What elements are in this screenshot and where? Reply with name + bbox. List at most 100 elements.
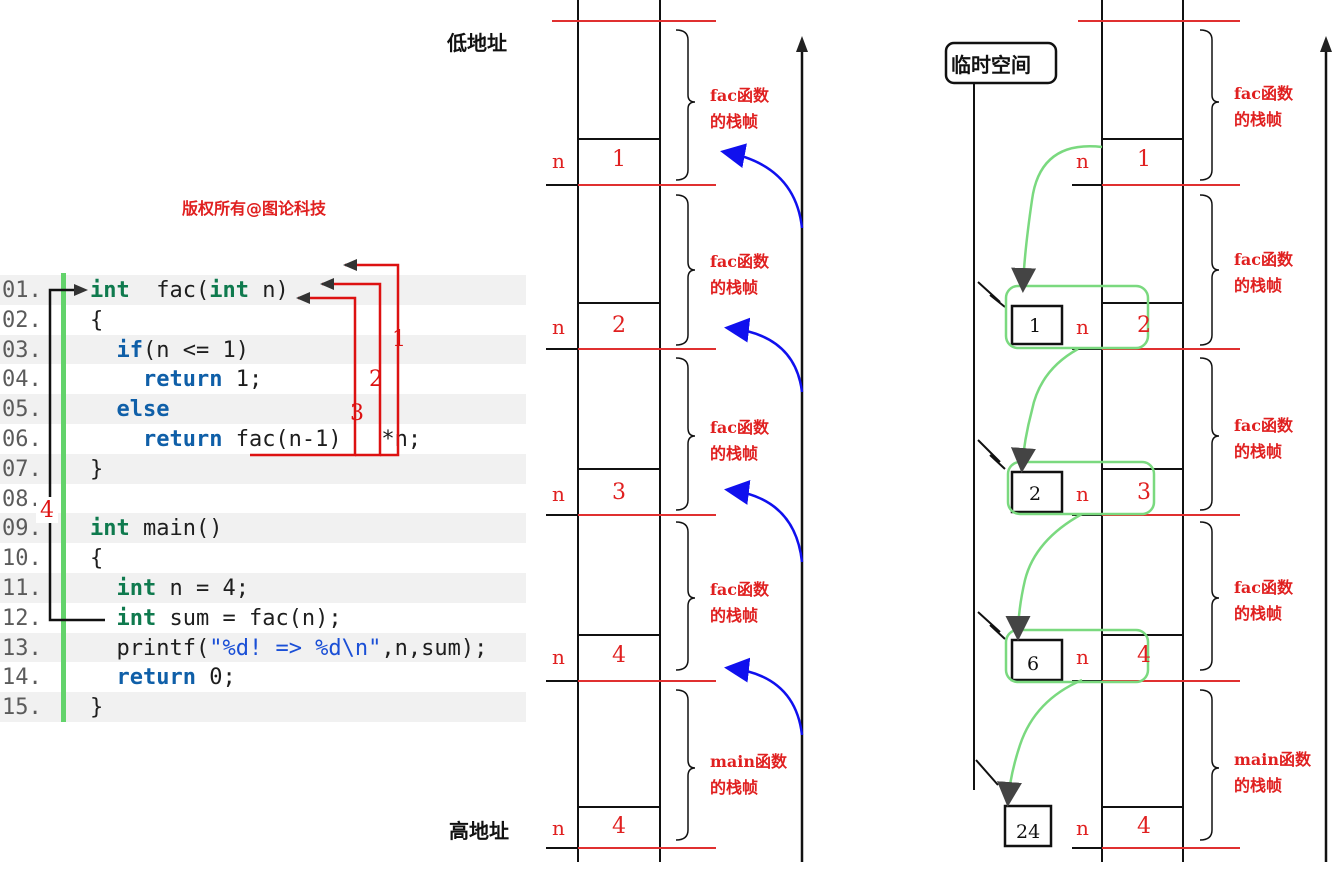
frame-label: fac函数 — [1234, 250, 1294, 269]
code-line: 15.} — [0, 692, 526, 722]
code-line: 10. { — [0, 543, 526, 573]
frame-label: 的栈帧 — [1234, 604, 1282, 623]
code-line: 05. else — [0, 394, 526, 424]
code-text: int main() — [90, 516, 223, 542]
line-number: 01. — [2, 278, 42, 303]
call-arrow-1 — [345, 263, 400, 457]
variable-name: n — [552, 816, 565, 840]
frame-label: 的栈帧 — [710, 278, 758, 297]
variable-value: 2 — [1137, 313, 1151, 338]
frame-label: 的栈帧 — [710, 112, 758, 131]
code-text: int fac(int n) — [90, 278, 289, 303]
temp-value: 2 — [1029, 483, 1041, 505]
code-line: 07.} — [0, 453, 526, 484]
call-label-3: 3 — [350, 401, 364, 426]
line-number: 13. — [2, 635, 42, 661]
call-arrow-4-head — [74, 284, 88, 296]
right-stack — [944, 0, 1332, 862]
variable-value: 4 — [1137, 643, 1151, 668]
variable-name: n — [552, 645, 565, 669]
low-address-label: 低地址 — [446, 31, 507, 55]
line-number: 07. — [2, 456, 42, 482]
line-number: 03. — [2, 337, 42, 363]
code-text: if(n <= 1) — [90, 337, 249, 363]
line-number: 02. — [2, 307, 42, 333]
frame-label: fac函数 — [1234, 416, 1294, 435]
call-arrow-4 — [48, 288, 105, 622]
code-line: 03. if(n <= 1) — [0, 334, 526, 365]
variable-name: n — [1076, 482, 1089, 506]
line-number: 05. — [2, 397, 42, 423]
line-number: 12. — [2, 605, 42, 631]
frame-label: fac函数 — [1234, 84, 1294, 103]
variable-value: 4 — [612, 643, 626, 668]
variable-name: n — [1076, 149, 1089, 173]
high-address-label: 高地址 — [449, 819, 509, 843]
frame-label: fac函数 — [710, 252, 770, 271]
code-text: { — [90, 546, 104, 572]
call-arrow-1-head — [343, 259, 357, 271]
variable-value: 3 — [612, 480, 626, 505]
variable-name: n — [552, 149, 565, 173]
frame-label: 的栈帧 — [710, 444, 758, 463]
line-number: 14. — [2, 665, 42, 691]
code-text: int n = 4; — [90, 576, 249, 601]
frame-label: 的栈帧 — [1234, 776, 1282, 795]
code-line: 06. return fac(n-1) *n; — [0, 424, 526, 454]
code-gutter-bar — [61, 273, 66, 722]
code-text: } — [90, 456, 104, 482]
call-label-2: 2 — [369, 367, 383, 392]
call-arrow-2 — [322, 282, 382, 457]
variable-name: n — [552, 315, 565, 339]
variable-value: 2 — [612, 313, 626, 338]
frame-label: main函数 — [710, 752, 788, 771]
copyright-text: 版权所有@图论科技 — [182, 199, 327, 218]
code-line: 14. return 0; — [0, 662, 526, 692]
code-text: return 1; — [90, 367, 263, 393]
code-text: } — [90, 695, 104, 721]
code-line: 11. int n = 4; — [0, 573, 526, 603]
variable-value: 4 — [612, 814, 626, 839]
variable-value: 1 — [612, 147, 626, 172]
line-number: 11. — [2, 576, 42, 601]
variable-value: 1 — [1137, 147, 1151, 172]
variable-value: 3 — [1137, 480, 1151, 505]
frame-label: main函数 — [1234, 750, 1312, 769]
variable-value: 4 — [1137, 814, 1151, 839]
line-number: 06. — [2, 427, 42, 452]
code-text: return 0; — [90, 665, 236, 691]
frame-label: 的栈帧 — [710, 606, 758, 625]
middle-stack — [546, 0, 808, 862]
call-arrow-3 — [250, 296, 357, 457]
call-arrows — [48, 259, 400, 622]
call-arrow-2-head — [320, 278, 334, 290]
code-text: printf("%d! => %d\n",n,sum); — [90, 635, 488, 661]
line-number: 10. — [2, 546, 42, 572]
code-line: 02. { — [0, 305, 526, 335]
code-line: 13. printf("%d! => %d\n",n,sum); — [0, 632, 526, 663]
code-text: return fac(n-1) *n; — [90, 427, 422, 452]
frame-label: 的栈帧 — [1234, 276, 1282, 295]
variable-name: n — [1076, 315, 1089, 339]
call-label-1: 1 — [392, 327, 406, 352]
frame-label: fac函数 — [1234, 578, 1294, 597]
line-number: 04. — [2, 367, 42, 393]
code-text: else — [90, 397, 170, 423]
frame-label: 的栈帧 — [1234, 442, 1282, 461]
line-number: 08. — [2, 486, 42, 512]
code-line: 09. int main() — [0, 513, 526, 544]
frame-label: 的栈帧 — [710, 778, 758, 797]
call-label-4-bg — [36, 497, 58, 523]
variable-name: n — [552, 482, 565, 506]
code-line: 04. return 1; — [0, 364, 526, 394]
code-line: 12. int sum = fac(n); — [0, 603, 526, 633]
code-text: { — [90, 307, 104, 333]
frame-label: fac函数 — [710, 418, 770, 437]
line-number: 09. — [2, 516, 42, 542]
temp-value: 1 — [1029, 315, 1041, 337]
temp-space-label: 临时空间 — [951, 53, 1031, 77]
call-arrow-3-head — [296, 292, 310, 304]
code-line: 08. — [0, 484, 526, 514]
